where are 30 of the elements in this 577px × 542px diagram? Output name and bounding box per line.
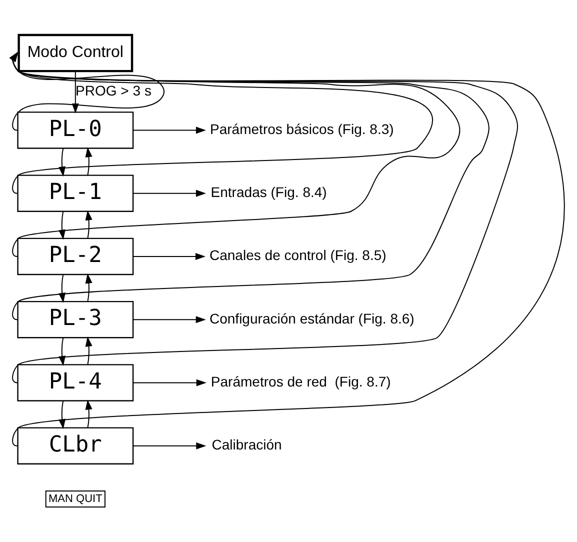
arrow <box>9 52 490 320</box>
arrow <box>132 316 206 324</box>
arrow <box>85 273 92 302</box>
node-text: Parámetros básicos (Fig. 8.3) <box>210 120 394 137</box>
arrow <box>85 147 92 176</box>
arrow <box>9 52 565 446</box>
edge-label: PROG > 3 s <box>76 82 152 98</box>
arrow <box>9 52 518 384</box>
arrow <box>132 190 206 197</box>
node-box: PL-3 <box>17 300 134 338</box>
node-text: Entradas (Fig. 8.4) <box>210 184 327 200</box>
node-box: PL-2 <box>17 238 134 276</box>
node-text: Canales de control (Fig. 8.5) <box>209 247 386 264</box>
node-text: Calibración <box>212 436 282 453</box>
arrow <box>132 379 206 386</box>
arrow <box>132 126 206 134</box>
arrow <box>85 400 92 428</box>
arrow <box>132 442 206 450</box>
node-box: PL-1 <box>17 174 134 212</box>
node-text: Configuración estándar (Fig. 8.6) <box>209 310 414 326</box>
node-box: PL-0 <box>17 112 134 149</box>
node-box: Modo Control <box>18 34 134 72</box>
node-box: CLbr <box>17 427 134 464</box>
arrow <box>85 336 92 366</box>
arrow <box>58 274 66 303</box>
arrow <box>132 252 206 260</box>
node-text: Parámetros de red (Fig. 8.7) <box>210 373 391 390</box>
node-box: PL-4 <box>17 364 134 402</box>
arrow <box>85 210 92 239</box>
label: MAN QUIT <box>48 492 102 505</box>
